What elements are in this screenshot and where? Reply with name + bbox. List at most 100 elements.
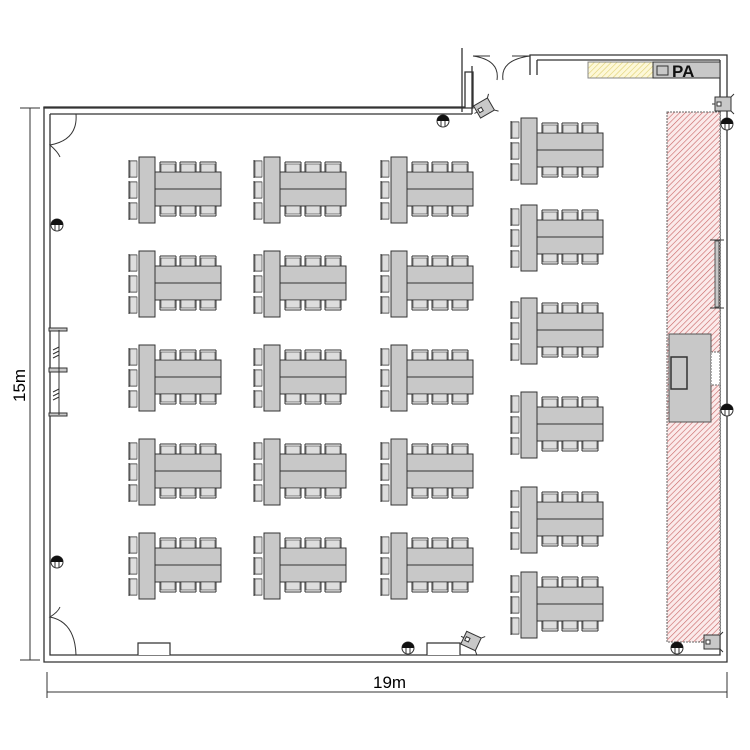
chair <box>561 536 579 547</box>
chair-seat <box>129 442 138 460</box>
chair-seat <box>412 205 428 215</box>
chair <box>199 443 217 454</box>
chair <box>199 161 217 172</box>
chair-seat <box>542 166 558 176</box>
chair-seat <box>381 536 390 554</box>
chair-seat <box>325 299 341 309</box>
chair <box>199 349 217 360</box>
chair-seat <box>305 299 321 309</box>
width-dimension-label: 19m <box>373 673 406 692</box>
chair <box>284 300 302 311</box>
chair <box>199 582 217 593</box>
chair-seat <box>285 163 301 173</box>
chair-seat <box>432 445 448 455</box>
chair-seat <box>432 487 448 497</box>
outlet-icon <box>670 641 684 655</box>
chair <box>451 300 469 311</box>
chair <box>541 396 559 407</box>
chair-seat <box>160 299 176 309</box>
chair-seat <box>129 536 138 554</box>
speaker-cone <box>716 101 722 107</box>
chair-seat <box>285 487 301 497</box>
chair <box>159 255 177 266</box>
height-dimension-label: 15m <box>10 369 29 402</box>
chair <box>199 255 217 266</box>
chair-seat <box>412 351 428 361</box>
outlet-pins <box>405 648 411 654</box>
chair <box>561 491 579 502</box>
chair <box>159 488 177 499</box>
chair <box>451 206 469 217</box>
table-group <box>253 532 347 600</box>
chair <box>159 443 177 454</box>
chair-seat <box>305 205 321 215</box>
chair-seat <box>129 557 138 575</box>
head-table <box>138 250 156 318</box>
chair-seat <box>542 211 558 221</box>
chair-seat <box>582 124 598 134</box>
chair-seat <box>562 124 578 134</box>
chair-seat <box>129 160 138 178</box>
chair-seat <box>432 205 448 215</box>
table-group <box>128 250 222 318</box>
chair-seat <box>562 493 578 503</box>
chair <box>284 349 302 360</box>
chair <box>324 255 342 266</box>
chair-seat <box>180 163 196 173</box>
chair-seat <box>582 346 598 356</box>
chair <box>431 394 449 405</box>
chair <box>199 206 217 217</box>
chair <box>561 621 579 632</box>
chair-seat <box>452 257 468 267</box>
chair-seat <box>381 181 390 199</box>
table-group <box>253 344 347 412</box>
chair-seat <box>542 124 558 134</box>
chair-seat <box>381 463 390 481</box>
chair <box>431 300 449 311</box>
speaker-icon <box>472 93 499 119</box>
chair <box>179 537 197 548</box>
chair <box>324 206 342 217</box>
outlet-pins <box>724 124 730 130</box>
outlet-icon <box>50 555 64 569</box>
chair-seat <box>432 257 448 267</box>
speaker-cone <box>705 639 711 645</box>
chair <box>411 582 429 593</box>
chair <box>561 302 579 313</box>
chair <box>451 349 469 360</box>
head-table <box>263 438 281 506</box>
chair <box>304 206 322 217</box>
chair-seat <box>180 445 196 455</box>
head-table <box>390 532 408 600</box>
chair-seat <box>160 539 176 549</box>
chair <box>284 443 302 454</box>
chair <box>179 394 197 405</box>
chair-seat <box>285 445 301 455</box>
chair <box>199 300 217 311</box>
chair-seat <box>285 205 301 215</box>
chair <box>411 349 429 360</box>
chair-seat <box>285 393 301 403</box>
chair-seat <box>511 575 520 593</box>
chair <box>541 576 559 587</box>
chair-seat <box>254 348 263 366</box>
chair <box>411 161 429 172</box>
head-table <box>390 344 408 412</box>
head-table <box>520 297 538 365</box>
chair <box>541 347 559 358</box>
chair <box>581 254 599 265</box>
outlet-icon <box>720 117 734 131</box>
chair <box>179 300 197 311</box>
chair-seat <box>381 557 390 575</box>
chair <box>159 394 177 405</box>
speaker-cone <box>477 106 484 114</box>
chair <box>541 209 559 220</box>
chair-seat <box>381 578 390 596</box>
head-table <box>138 532 156 600</box>
chair <box>324 394 342 405</box>
chair-seat <box>325 393 341 403</box>
chair-seat <box>452 539 468 549</box>
speaker-mount <box>701 631 724 653</box>
outlet-top <box>721 118 733 124</box>
chair <box>541 441 559 452</box>
